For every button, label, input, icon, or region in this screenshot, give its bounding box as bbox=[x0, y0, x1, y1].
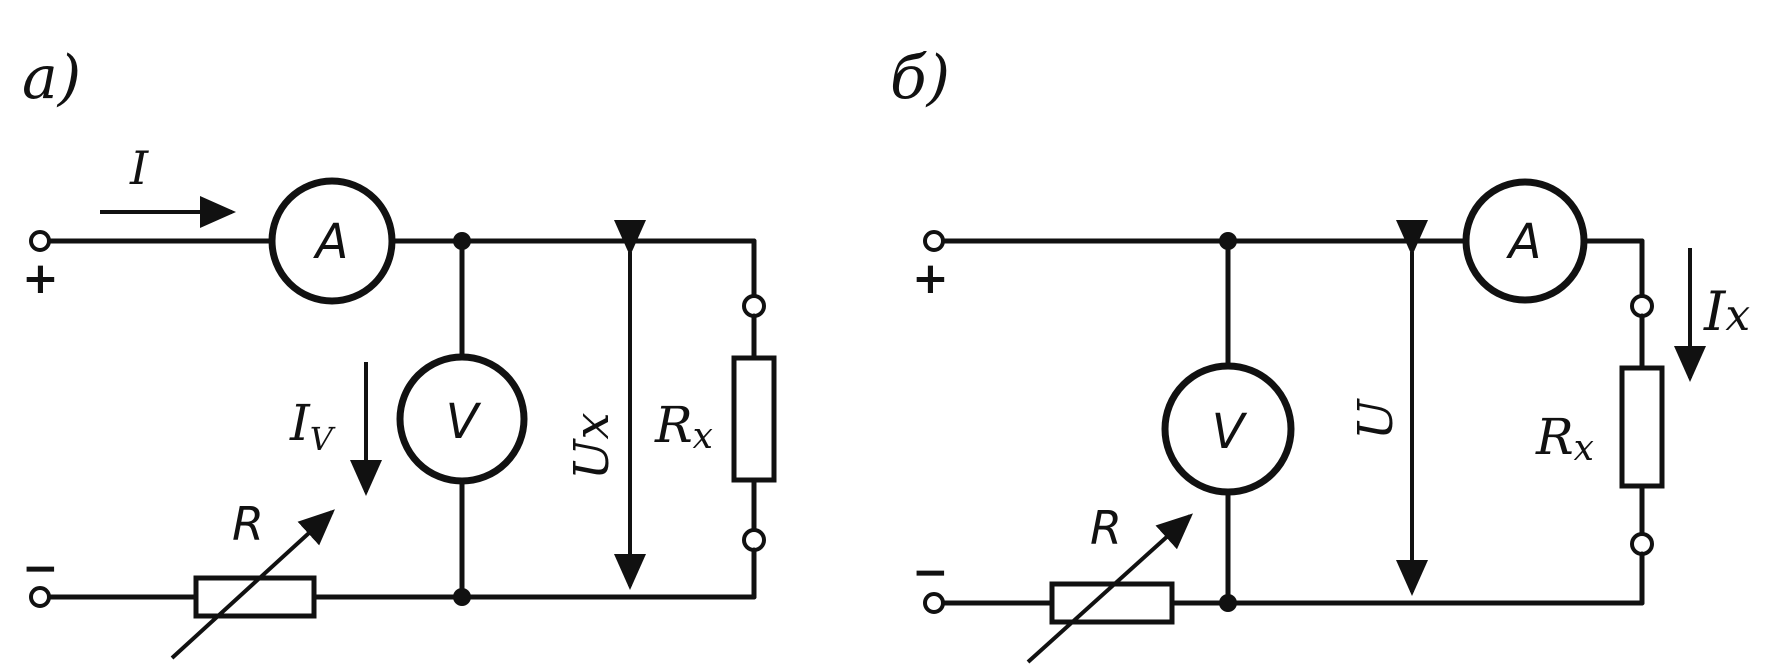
terminal-b-rx-bottom bbox=[1630, 532, 1654, 556]
terminal-b-plus bbox=[923, 230, 945, 252]
minus-sign-a: − bbox=[22, 543, 59, 594]
resistor-rx-b bbox=[1619, 365, 1665, 489]
terminal-a-rx-top bbox=[742, 294, 766, 318]
resistor-rx-a bbox=[731, 355, 777, 483]
voltmeter-label-a: V bbox=[446, 394, 482, 450]
terminal-b-rx-top bbox=[1630, 294, 1654, 318]
voltmeter-current-label-a: IV bbox=[289, 394, 336, 458]
terminal-a-plus bbox=[29, 230, 51, 252]
voltage-label-b: U bbox=[1348, 398, 1404, 440]
ammeter-label-a: A bbox=[313, 214, 349, 270]
resistor-label-b: Rx bbox=[1535, 408, 1594, 469]
terminal-a-minus bbox=[29, 586, 51, 608]
diagram-a-label: а) bbox=[22, 43, 81, 113]
diagram-b-label: б) bbox=[890, 43, 950, 113]
plus-sign-a: + bbox=[22, 253, 59, 304]
ammeter-label-b: A bbox=[1506, 214, 1542, 270]
rheostat-b bbox=[1049, 581, 1175, 625]
resistor-label-a: Rx bbox=[654, 396, 713, 457]
current-label-a: I bbox=[129, 141, 149, 195]
voltage-label-a: Ux bbox=[564, 412, 620, 480]
minus-sign-b: − bbox=[912, 547, 949, 598]
rheostat-label-b: R bbox=[1090, 501, 1122, 555]
terminal-b-minus bbox=[923, 592, 945, 614]
plus-sign-b: + bbox=[912, 253, 949, 304]
resistor-current-label-b: Ix bbox=[1703, 280, 1750, 343]
rheostat-arrow-a bbox=[170, 509, 335, 660]
diagram-b: б) + − V U A Rx bbox=[890, 43, 1750, 664]
voltmeter-label-b: V bbox=[1212, 404, 1248, 460]
voltmeter-a bbox=[396, 353, 528, 485]
ammeter-b bbox=[1462, 178, 1588, 304]
rheostat-arrow-b bbox=[1026, 513, 1193, 664]
ammeter-a bbox=[268, 177, 396, 305]
voltmeter-b bbox=[1161, 362, 1295, 496]
terminal-a-rx-bottom bbox=[742, 528, 766, 552]
rheostat-label-a: R bbox=[232, 497, 264, 551]
diagram-a: а) + − I A V IV Ux bbox=[22, 43, 777, 660]
